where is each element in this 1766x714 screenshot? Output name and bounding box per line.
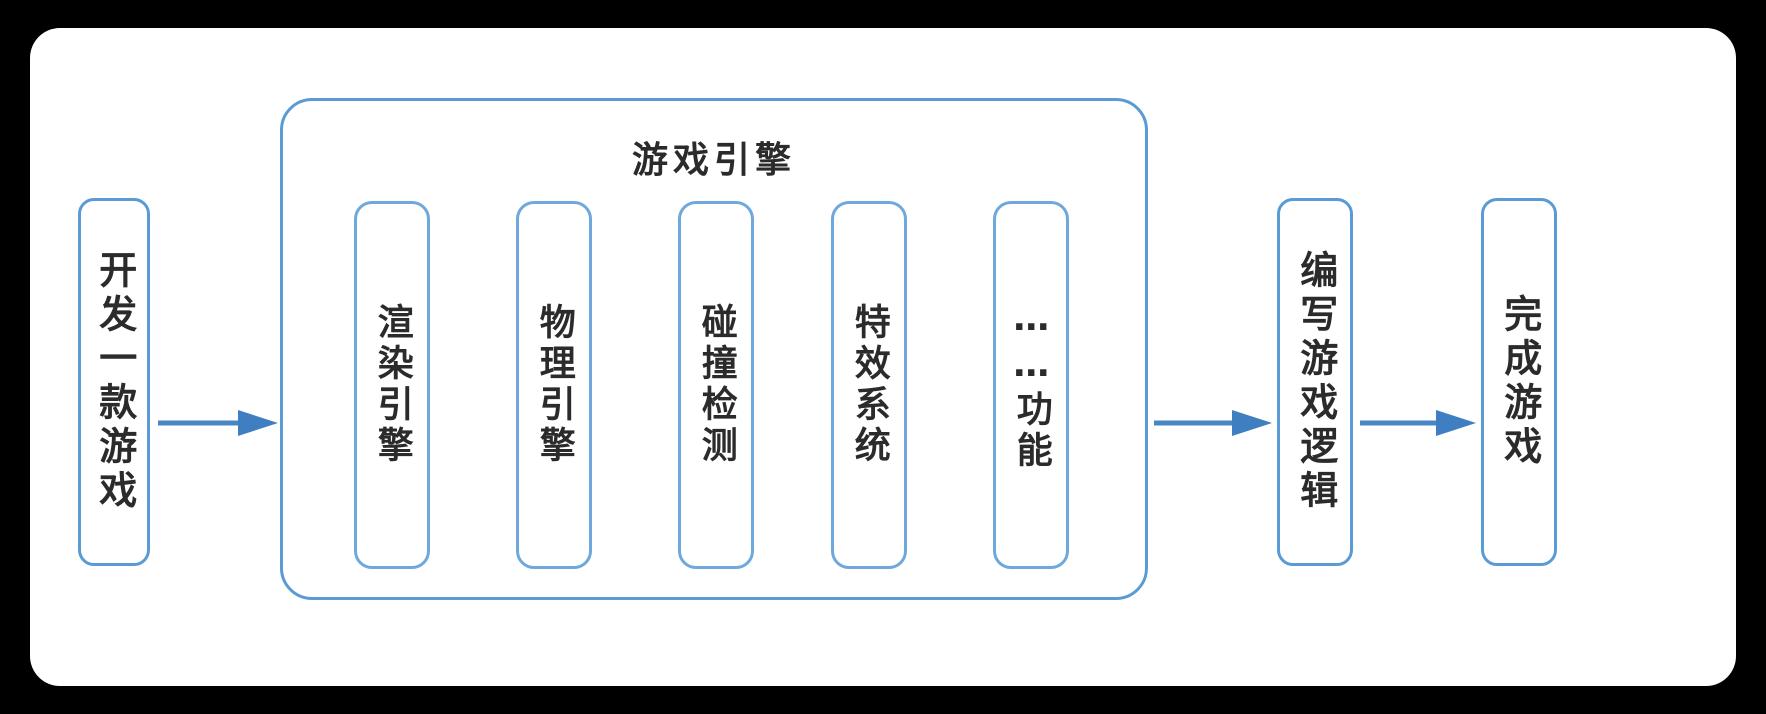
node-develop-a-game[interactable]: 开发一款游戏	[78, 198, 150, 566]
engine-item-label: 特效系统	[848, 303, 890, 467]
node-write-game-logic[interactable]: 编写游戏逻辑	[1277, 198, 1353, 566]
engine-item-physics-engine[interactable]: 物理引擎	[516, 201, 592, 569]
engine-item-rendering-engine[interactable]: 渲染引擎	[354, 201, 430, 569]
node-write-game-logic-label: 编写游戏逻辑	[1293, 250, 1338, 514]
diagram-card: 开发一款游戏 游戏引擎 渲染引擎 物理引擎 碰撞检测 特效系统	[30, 28, 1736, 686]
node-finished-game-label: 完成游戏	[1497, 294, 1542, 470]
node-finished-game[interactable]: 完成游戏	[1481, 198, 1557, 566]
engine-item-collision-detection[interactable]: 碰撞检测	[678, 201, 754, 569]
engine-item-effects-system[interactable]: 特效系统	[831, 201, 907, 569]
game-engine-title: 游戏引擎	[631, 140, 796, 181]
game-engine-container[interactable]: 游戏引擎 渲染引擎 物理引擎 碰撞检测 特效系统 ……功能	[280, 98, 1148, 600]
engine-item-label: ……功能	[1010, 298, 1052, 472]
engine-item-label: 渲染引擎	[371, 303, 413, 467]
node-develop-a-game-label: 开发一款游戏	[92, 250, 137, 514]
arrow-engine-to-logic	[1154, 408, 1272, 438]
engine-item-label: 碰撞检测	[695, 303, 737, 467]
engine-item-label: 物理引擎	[533, 303, 575, 467]
arrow-logic-to-done	[1360, 408, 1476, 438]
engine-item-other-features[interactable]: ……功能	[993, 201, 1069, 569]
arrow-start-to-engine	[158, 408, 278, 438]
